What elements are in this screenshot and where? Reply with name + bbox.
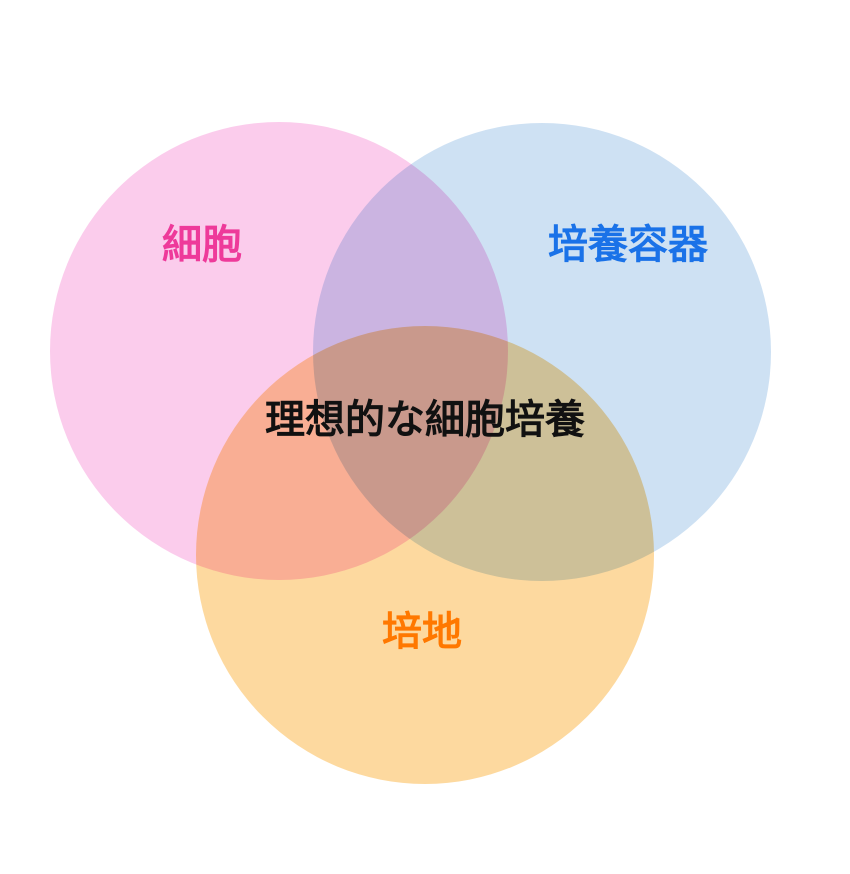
label-medium: 培地 [382, 609, 462, 655]
label-center: 理想的な細胞培養 [265, 397, 585, 443]
circle-medium [196, 326, 654, 784]
label-vessel: 培養容器 [548, 222, 709, 268]
label-cells: 細胞 [162, 222, 242, 268]
